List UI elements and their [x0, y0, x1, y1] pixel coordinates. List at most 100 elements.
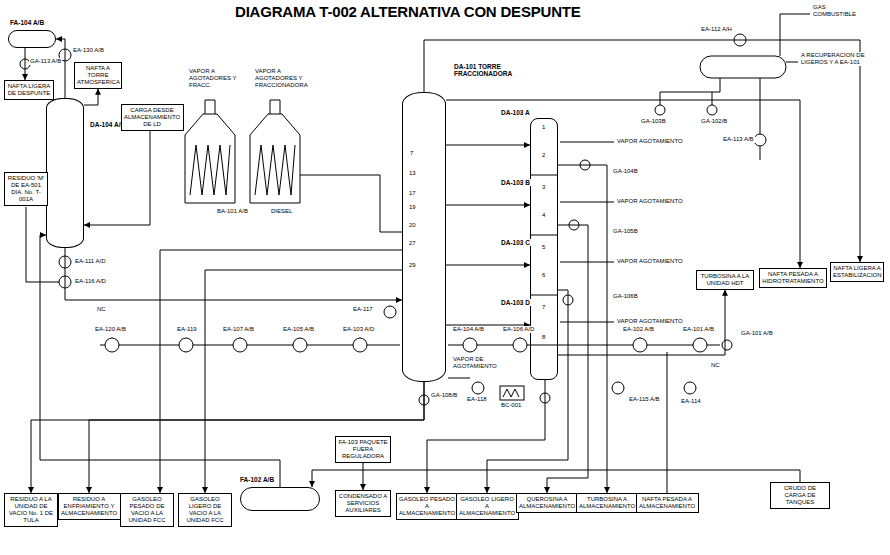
box-text: CONDENSADO A SERVICIOS AUXILIARES [338, 493, 388, 514]
equipment-tag: EA-118 [466, 396, 488, 403]
equipment-tag: EA-117 [352, 306, 374, 313]
equipment-tag: GA-103B [640, 118, 667, 125]
cooler-symbol [384, 306, 396, 318]
pump-symbol [722, 340, 732, 350]
equipment-tag: EA-102 A/B [622, 326, 655, 333]
box-text: TURBOSINA A ALMACENAMIENTO [579, 496, 636, 510]
pump-symbol [707, 105, 717, 115]
box-text: NAFTA PESADA A ALMACENAMIENTO [639, 496, 696, 510]
process-stream [487, 290, 568, 493]
box-text: NAFTA PESADA A HIDROTRATAMIENTO [762, 271, 824, 285]
box-text: NAFTA LIGERA A ESTABILIZACION [833, 265, 881, 279]
cooler-symbol [472, 382, 484, 394]
heater-coil [255, 145, 295, 195]
process-stream [84, 131, 150, 225]
furnace-symbol [185, 100, 235, 203]
process-box: GASOLEO LIGERO A ALMACENAMIENTO [456, 493, 519, 520]
heat-exchanger-symbol [693, 338, 707, 352]
steam-line [448, 142, 614, 378]
equipment-tag: EA-120 A/B [94, 326, 127, 333]
transfer-line [300, 175, 402, 232]
equipment-tag: VAPOR A AGOTADORES Y FRACCIONADORA [254, 68, 320, 89]
heat-exchanger-symbol [105, 338, 119, 352]
equipment-tag: A RECUPERACION DE LIGEROS Y A EA-101 [800, 52, 880, 66]
equipment-tag: 4 [541, 212, 546, 219]
equipment-tag: 29 [408, 262, 417, 269]
equipment-tag: 7 [409, 150, 414, 157]
box-text: NAFTA LIGERA DE DESPUNTE [7, 83, 51, 97]
equipment-tag: EA-103 A/D [342, 326, 375, 333]
equipment-tag: 20 [408, 222, 417, 229]
equipment-tag: EA-104 A/B [452, 326, 485, 333]
equipment-tag: 3 [541, 184, 546, 191]
cooler-symbol [612, 382, 624, 394]
equipment-tag: EA-106 A/D [502, 326, 535, 333]
process-stream [312, 470, 800, 487]
equipment-tag: EA-130 A/B [72, 47, 105, 54]
equipment-tag: EA-112 A/H [700, 26, 733, 33]
pump-symbol [655, 105, 665, 115]
equipment-tag: DIESEL [270, 208, 293, 215]
box-text: FA-103 PAQUETE FUERA REGULADORA [338, 439, 388, 460]
box-text: GASOLEO PESADO DE VACIO A LA UNIDAD FCC [123, 496, 171, 524]
vessel-tag: DA-103 C [500, 239, 531, 246]
cooler-symbol [754, 134, 766, 146]
vessel-tag: FA-102 A/B [239, 476, 275, 483]
equipment-tag: GA-113 A/B [29, 58, 62, 65]
process-box: NAFTA LIGERA A ESTABILIZACION [830, 262, 884, 282]
process-box: RESIDUO 'M' DE EA-501 DIA. No. T-001A [4, 172, 48, 206]
process-stream [160, 250, 402, 493]
process-stream [446, 205, 530, 206]
vessel-shape: DA-104 A/B [46, 98, 84, 248]
process-box: GASOLEO PESADO DE VACIO A LA UNIDAD FCC [120, 493, 174, 527]
equipment-tag: VAPOR AGOTAMIENTO [616, 258, 684, 265]
process-box: CARGA DESDE ALMACENAMIENTO DE LD [121, 104, 184, 131]
diagram-title: DIAGRAMA T-002 ALTERNATIVA CON DESPUNTE [235, 4, 581, 21]
cooler-symbol [500, 386, 524, 400]
heat-exchanger-symbol [293, 338, 307, 352]
process-stream [446, 265, 530, 266]
heater-coil [190, 145, 230, 195]
equipment-tag: EA-105 A/B [282, 326, 315, 333]
heat-exchanger-symbol [233, 338, 247, 352]
equipment-tag: EA-119 [176, 326, 198, 333]
stripper-tray-line [530, 175, 558, 295]
equipment-tag: 27 [408, 240, 417, 247]
equipment-tag: 5 [541, 244, 546, 251]
furnace-symbol [250, 100, 300, 203]
process-stream [363, 463, 364, 490]
reflux-drum [700, 56, 786, 78]
box-text: RESIDUO 'M' DE EA-501 DIA. No. T-001A [7, 175, 45, 203]
process-stream [446, 100, 800, 268]
process-stream [56, 39, 65, 98]
process-stream [424, 40, 860, 262]
equipment-tag: VAPOR AGOTAMIENTO [616, 318, 684, 325]
process-stream [205, 270, 402, 493]
process-box: GASOLEO PESADO A ALMACENAMIENTO [396, 493, 459, 520]
equipment-tag: 1 [541, 124, 546, 131]
cooler-symbol [684, 382, 696, 394]
box-text: TURBOSINA A LA UNIDAD HDT [699, 273, 751, 287]
process-box: CRUDO DE CARGA DE TANQUES [770, 482, 830, 509]
process-stream [558, 290, 725, 355]
equipment-tag: BA-101 A/B [216, 208, 249, 215]
process-box: TURBOSINA A ALMACENAMIENTO [576, 493, 639, 513]
process-stream [31, 382, 424, 493]
equipment-tag: EA-115 A/B [628, 396, 661, 403]
box-text: GASOLEO LIGERO DE VACIO A LA UNIDAD FCC [181, 496, 229, 524]
process-stream [89, 382, 424, 493]
equipment-tag: BC-001 [500, 402, 522, 409]
equipment-tag: GA-102/B [700, 118, 728, 125]
process-box: NAFTA LIGERA DE DESPUNTE [4, 80, 54, 100]
equipment-tag: 8 [541, 334, 546, 341]
process-box: NAFTA A TORRE ATMOSFERICA [74, 62, 122, 89]
vessel-tag: DA-103 D [500, 299, 531, 306]
box-text: CARGA DESDE ALMACENAMIENTO DE LD [124, 107, 181, 128]
heat-exchanger-symbol [179, 338, 193, 352]
box-text: RESIDUO A ENFRIAMIENTO Y ALMACENAMIENTO [61, 496, 118, 517]
vessel-tag: FA-104 A/B [9, 19, 45, 26]
box-text: RESIDUO A LA UNIDAD DE VACIO No. 1 DE TU… [7, 496, 55, 524]
